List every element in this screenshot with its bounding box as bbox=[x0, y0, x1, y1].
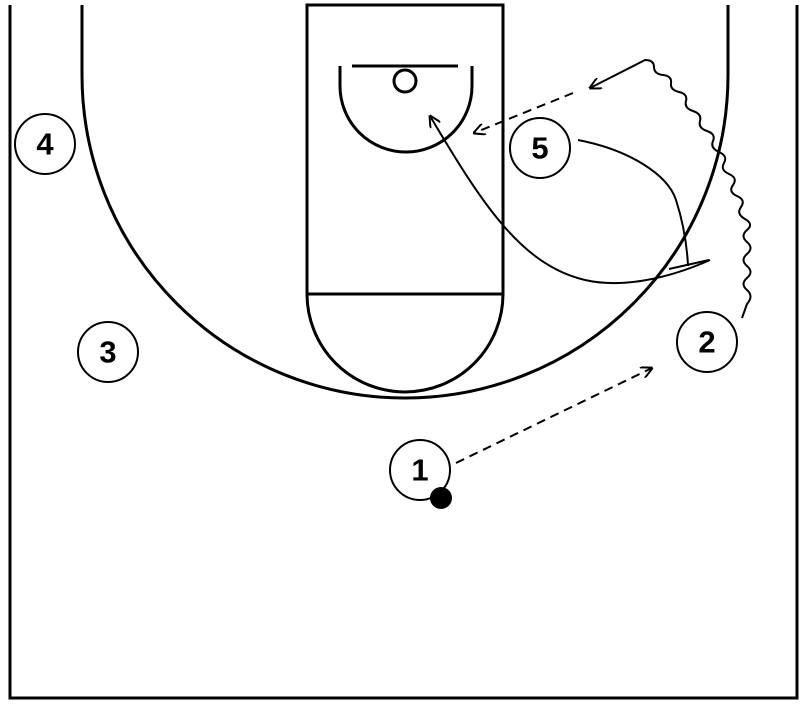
ball bbox=[430, 487, 452, 509]
player-number: 2 bbox=[698, 325, 715, 360]
player-5[interactable]: 5 bbox=[509, 117, 571, 179]
screen-marker bbox=[668, 259, 710, 270]
player-4[interactable]: 4 bbox=[14, 113, 76, 175]
player-number: 3 bbox=[99, 335, 116, 370]
pass-line-1-to-2 bbox=[455, 368, 652, 464]
player-number: 4 bbox=[36, 127, 54, 162]
free-throw-circle bbox=[305, 293, 505, 394]
player-number: 1 bbox=[411, 453, 428, 488]
pass-line-2-to-5 bbox=[474, 92, 574, 133]
player-1[interactable]: 1 bbox=[389, 439, 451, 501]
dribble-line-2 bbox=[590, 58, 752, 319]
court-lines bbox=[8, 3, 799, 700]
player-3[interactable]: 3 bbox=[77, 321, 139, 383]
court-boundary bbox=[8, 5, 799, 700]
paint-lane bbox=[305, 3, 505, 296]
rim bbox=[392, 68, 418, 94]
restricted-area-arc bbox=[338, 66, 474, 154]
cut-path-to-basket bbox=[430, 116, 711, 285]
three-point-line bbox=[80, 5, 730, 400]
screen-path-5 bbox=[577, 139, 689, 267]
player-2[interactable]: 2 bbox=[676, 311, 738, 373]
play-actions bbox=[430, 58, 752, 464]
player-number: 5 bbox=[531, 131, 548, 166]
